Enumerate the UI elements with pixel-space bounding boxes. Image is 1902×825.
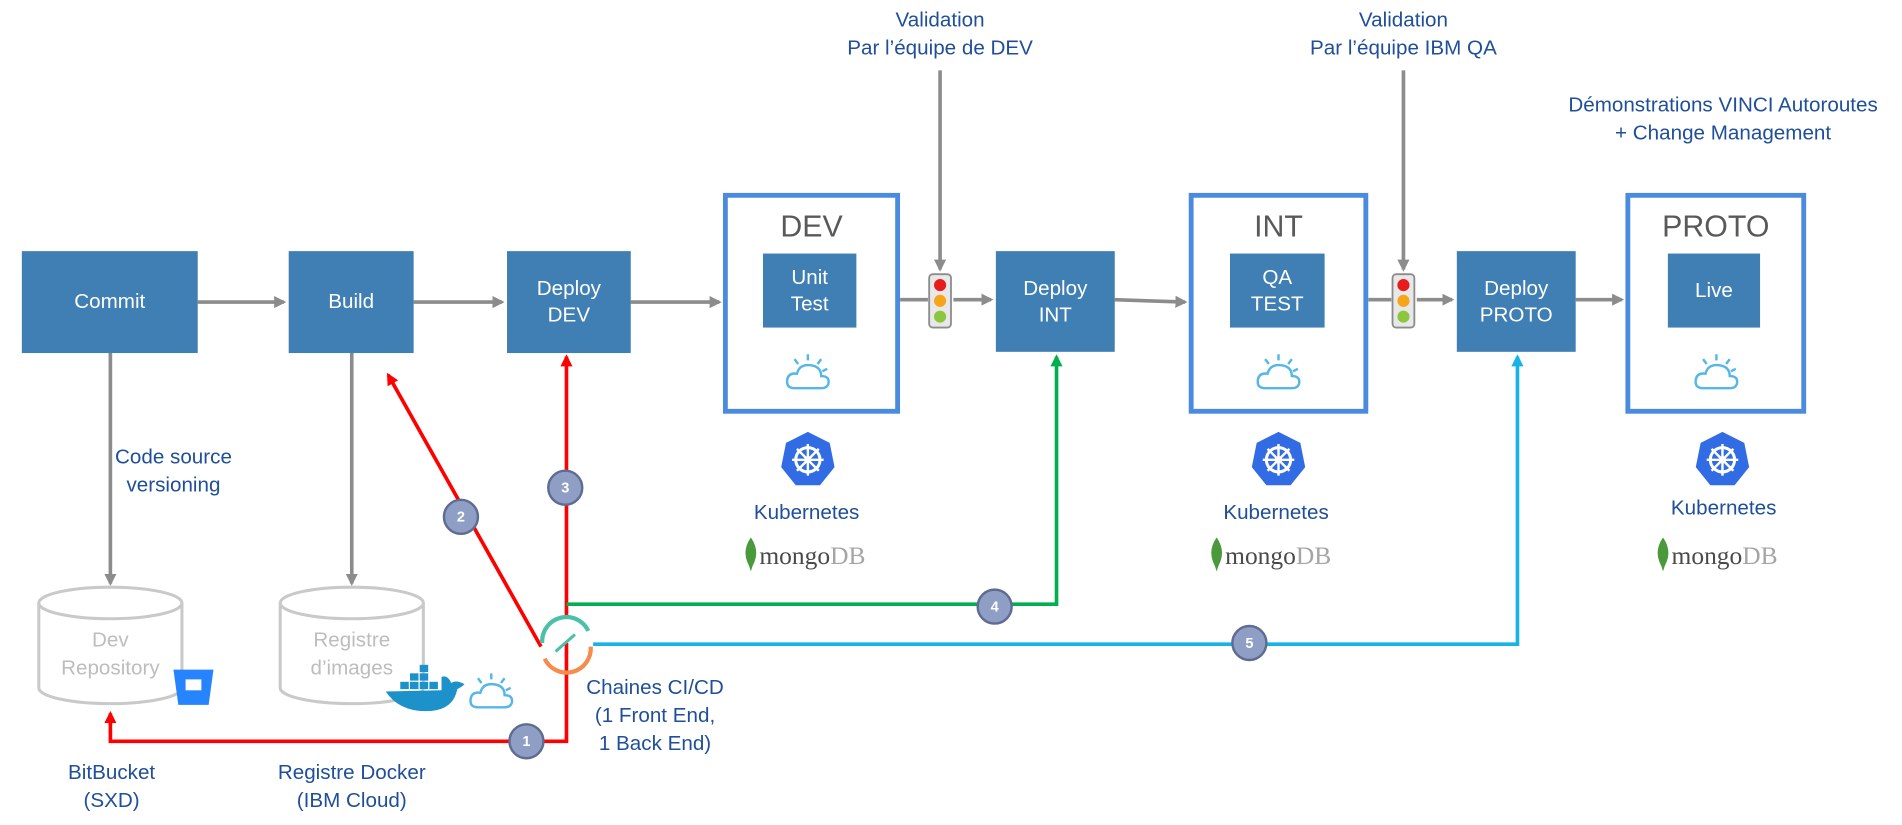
flow-number-4: 4 [976,588,1013,625]
demo-note: Démonstrations VINCI Autoroutes + Change… [1568,93,1878,145]
env-proto: PROTO Live [1625,192,1807,414]
mongodb-leaf-icon [745,537,757,572]
ibm-cloud-icon [469,673,514,709]
bitbucket-caption: BitBucket (SXD) [68,760,156,812]
flow-number-3: 3 [547,469,584,506]
env-proto-title: PROTO [1662,209,1770,244]
validation-qa-label: Validation Par l’équipe IBM QA [1310,8,1497,60]
mongodb-logo: mongoDB [742,537,866,572]
kubernetes-icon [1695,431,1750,486]
dev-repository-cylinder [37,585,184,706]
build-step: Build [288,251,414,354]
cicd-cycle-icon [540,614,593,675]
flow-number-5: 5 [1231,624,1268,662]
flow-5-cicd-deploy-proto [593,354,1524,647]
deploy-dev-step: Deploy DEV [507,251,631,354]
env-int-title: INT [1254,209,1303,244]
live-box: Live [1667,253,1761,328]
unit-test-box: Unit Test [762,253,857,328]
env-int: INT QA TEST [1188,192,1369,414]
docker-registry-caption: Registre Docker (IBM Cloud) [277,760,426,812]
traffic-light-icon [1391,273,1416,329]
ibm-cloud-icon [1694,354,1739,390]
ibm-cloud-icon [785,354,830,390]
mongodb-logo: mongoDB [1208,537,1331,572]
mongodb-leaf-icon [1211,537,1223,572]
arrow-deploy-int-env [1114,295,1188,308]
kubernetes-icon [781,431,835,486]
env-dev-title: DEV [780,209,843,244]
flow-4-cicd-deploy-int [566,354,1063,606]
cicd-label: Chaines CI/CD (1 Front End, 1 Back End) [586,675,724,755]
deploy-proto-step: Deploy PROTO [1456,251,1576,352]
kubernetes-label-int: Kubernetes [1223,501,1329,525]
qa-test-box: QA TEST [1229,253,1325,328]
traffic-light-icon [928,273,952,329]
image-registry-label: Registre d’images [310,628,394,680]
dev-repository-label: Dev Repository [61,628,160,680]
mongodb-logo: mongoDB [1655,537,1778,572]
docker-icon [385,664,465,712]
commit-step: Commit [21,251,198,354]
kubernetes-label-proto: Kubernetes [1670,496,1777,520]
flow-number-2: 2 [442,498,480,536]
kubernetes-label-dev: Kubernetes [753,501,860,525]
ibm-cloud-icon [1256,354,1301,390]
code-source-label: Code source versioning [114,445,232,497]
deploy-int-step: Deploy INT [995,251,1115,352]
flow-number-1: 1 [508,723,545,760]
kubernetes-icon [1251,431,1306,486]
env-dev: DEV Unit Test [722,192,901,414]
mongodb-leaf-icon [1657,537,1669,572]
flow-1-cicd-repo [104,642,569,744]
validation-dev-label: Validation Par l’équipe de DEV [847,8,1033,60]
